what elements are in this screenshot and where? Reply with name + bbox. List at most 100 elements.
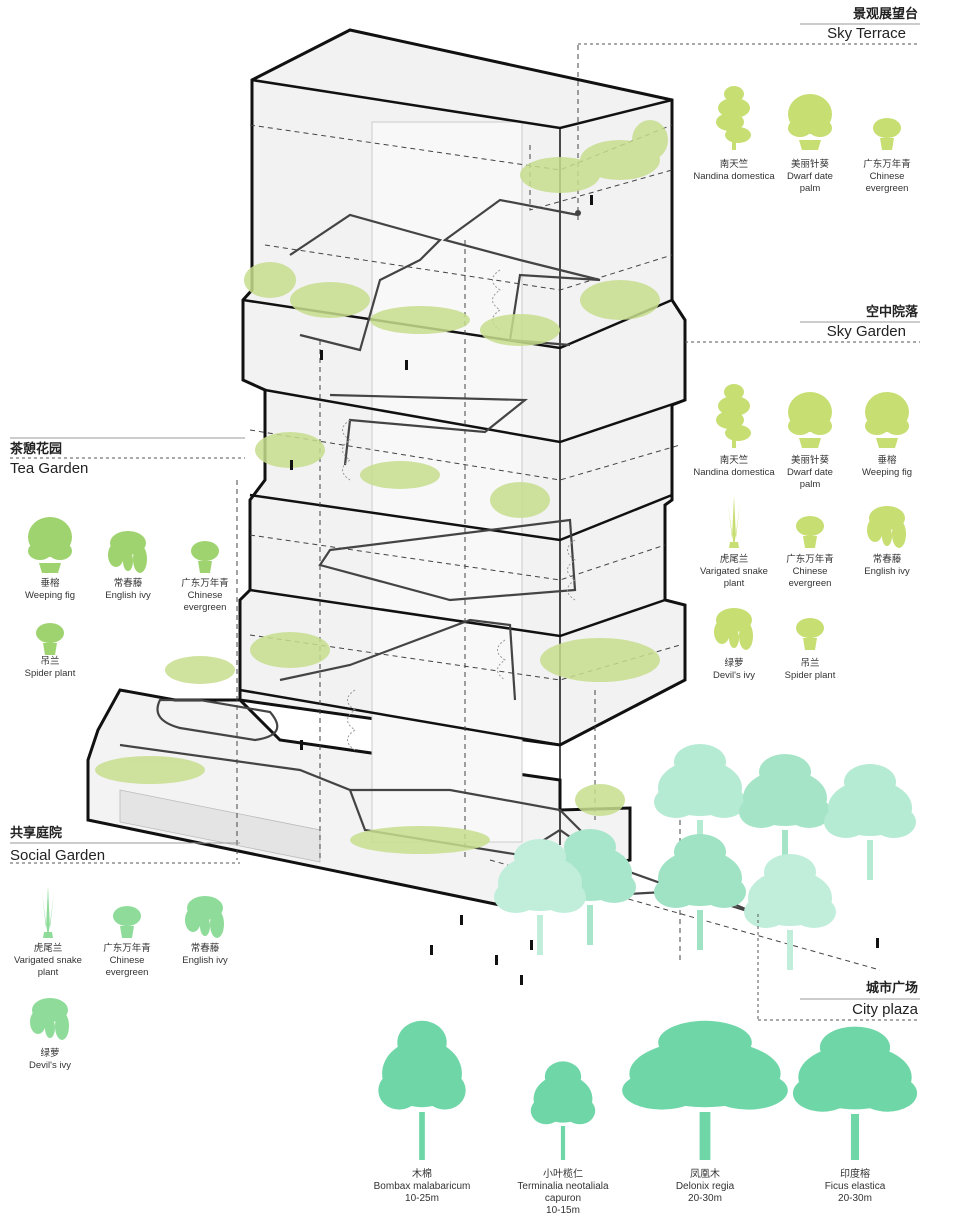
sky-terrace-title-en: Sky Terrace — [827, 25, 906, 42]
plant-label-en: Chinese — [188, 590, 223, 601]
plant-label-en: evergreen — [106, 967, 149, 978]
city-plaza-title-en: City plaza — [852, 1001, 919, 1018]
plant-label-zh: 广东万年青 — [181, 577, 229, 589]
tree-label-en: Terminalia neotaliala — [517, 1181, 609, 1192]
chinese-evergreen-icon — [113, 906, 141, 938]
plant-label-en: Varigated snake — [700, 566, 768, 577]
snake-plant-icon — [728, 496, 740, 548]
plant-label-en: Dwarf date — [787, 467, 833, 478]
dwarf-date-palm-icon — [788, 392, 832, 448]
plant-label-zh: 广东万年青 — [863, 158, 911, 170]
tree-terminalia — [530, 1061, 596, 1160]
plant-label-en: Dwarf date — [787, 171, 833, 182]
plant-label-en: plant — [724, 578, 745, 589]
sky-garden-title-zh: 空中院落 — [866, 304, 919, 319]
plant-label-zh: 南天竺 — [720, 158, 749, 170]
plant-label-zh: 吊兰 — [800, 657, 819, 669]
bombax-malabaricum-icon — [378, 1020, 466, 1160]
sky-garden-section: 空中院落 Sky Garden 南天竺 Nandina domestica 美丽… — [685, 304, 920, 681]
terminalia-icon — [530, 1061, 596, 1160]
tree-label-en: Bombax malabaricum — [374, 1181, 471, 1192]
plant-label-en: Varigated snake — [14, 955, 82, 966]
plant-label-en: Weeping fig — [25, 590, 75, 601]
plant-label-zh: 常春藤 — [191, 942, 220, 954]
social-garden-section: 共享庭院 Social Garden 虎尾兰 Varigated snake p… — [10, 825, 240, 1071]
spider-plant-icon — [36, 623, 64, 655]
english-ivy-icon — [867, 506, 906, 548]
delonix-regia-icon — [622, 1020, 788, 1160]
plant-label-en: plant — [38, 967, 59, 978]
tree-label-en: 10-25m — [405, 1193, 439, 1204]
tree-label-en: Delonix regia — [676, 1181, 735, 1192]
weeping-fig-icon — [28, 517, 72, 573]
plant-label-zh: 吊兰 — [40, 655, 59, 667]
plant-label-en: English ivy — [182, 955, 228, 966]
tree-label-en: 10-15m — [546, 1205, 580, 1216]
plant-label-en: Weeping fig — [862, 467, 912, 478]
plant-label-zh: 广东万年青 — [786, 553, 834, 565]
tree-delonix — [622, 1020, 788, 1160]
devils-ivy-icon — [714, 608, 753, 650]
plant-label-zh: 常春藤 — [873, 553, 902, 565]
plant-label-en: Chinese — [870, 171, 905, 182]
sky-terrace-section: 景观展望台 Sky Terrace 南天竺 Nandina domestica … — [578, 6, 920, 194]
tree-label-zh: 凤凰木 — [690, 1168, 720, 1180]
tea-garden-title-en: Tea Garden — [10, 460, 88, 477]
plaza-trees — [494, 744, 916, 970]
chinese-evergreen-icon — [873, 118, 901, 150]
city-plaza-section: 城市广场 City plaza 木棉 Bombax malabaricum 10… — [374, 914, 920, 1216]
plant-label-en: Devil's ivy — [713, 670, 755, 681]
plant-label-en: palm — [800, 183, 821, 194]
english-ivy-icon — [108, 531, 147, 573]
plant-label-en: Chinese — [793, 566, 828, 577]
social-garden-title-en: Social Garden — [10, 847, 105, 864]
weeping-fig-icon — [865, 392, 909, 448]
plant-label-en: evergreen — [184, 602, 227, 613]
english-ivy-icon — [185, 896, 224, 938]
plant-label-zh: 广东万年青 — [103, 942, 151, 954]
plant-label-zh: 绿萝 — [40, 1047, 59, 1059]
plant-label-zh: 垂榕 — [877, 454, 897, 466]
building-axonometric — [86, 28, 881, 971]
plant-label-zh: 美丽针葵 — [791, 158, 830, 170]
sky-garden-title-en: Sky Garden — [827, 323, 906, 340]
plant-label-en: Nandina domestica — [693, 467, 775, 478]
plant-label-zh: 虎尾兰 — [720, 553, 749, 565]
tea-garden-title-zh: 茶憩花园 — [10, 441, 62, 456]
tree-label-zh: 木棉 — [412, 1167, 432, 1180]
nandina-domestica-icon — [716, 384, 751, 448]
plant-label-en: evergreen — [789, 578, 832, 589]
plant-label-zh: 美丽针葵 — [791, 454, 830, 466]
plant-label-en: Chinese — [110, 955, 145, 966]
chinese-evergreen-icon — [796, 516, 824, 548]
spider-plant-icon — [796, 618, 824, 650]
tea-garden-section: 茶憩花园 Tea Garden 垂榕 Weeping fig 常春藤 Engli… — [10, 437, 245, 679]
tree-label-zh: 印度榕 — [840, 1167, 870, 1180]
plant-label-en: Spider plant — [785, 670, 836, 681]
tree-label-zh: 小叶榄仁 — [543, 1167, 583, 1180]
plant-label-zh: 绿萝 — [724, 657, 743, 669]
social-garden-title-zh: 共享庭院 — [10, 825, 62, 840]
chinese-evergreen-icon — [191, 541, 219, 573]
people-figures — [290, 195, 879, 985]
plant-label-en: English ivy — [864, 566, 910, 577]
ficus-elastica-icon — [792, 1026, 918, 1160]
tree-label-en: Ficus elastica — [825, 1181, 886, 1192]
nandina-domestica-icon — [716, 86, 751, 150]
plant-label-en: evergreen — [866, 183, 909, 194]
plant-label-zh: 虎尾兰 — [34, 942, 63, 954]
plant-label-en: English ivy — [105, 590, 151, 601]
devils-ivy-icon — [30, 998, 69, 1040]
sky-garden-labels: 南天竺 Nandina domestica 美丽针葵 Dwarf date pa… — [693, 454, 912, 681]
tree-label-en: 20-30m — [838, 1193, 872, 1204]
plant-label-en: palm — [800, 479, 821, 490]
plant-label-en: Spider plant — [25, 668, 76, 679]
snake-plant-icon — [42, 886, 54, 938]
plant-label-zh: 垂榕 — [40, 577, 60, 589]
tree-label-en: 20-30m — [688, 1193, 722, 1204]
building-greenery — [95, 120, 668, 854]
plant-label-zh: 南天竺 — [720, 454, 749, 466]
sky-terrace-title-zh: 景观展望台 — [853, 6, 918, 21]
tree-ficus — [792, 1026, 918, 1160]
